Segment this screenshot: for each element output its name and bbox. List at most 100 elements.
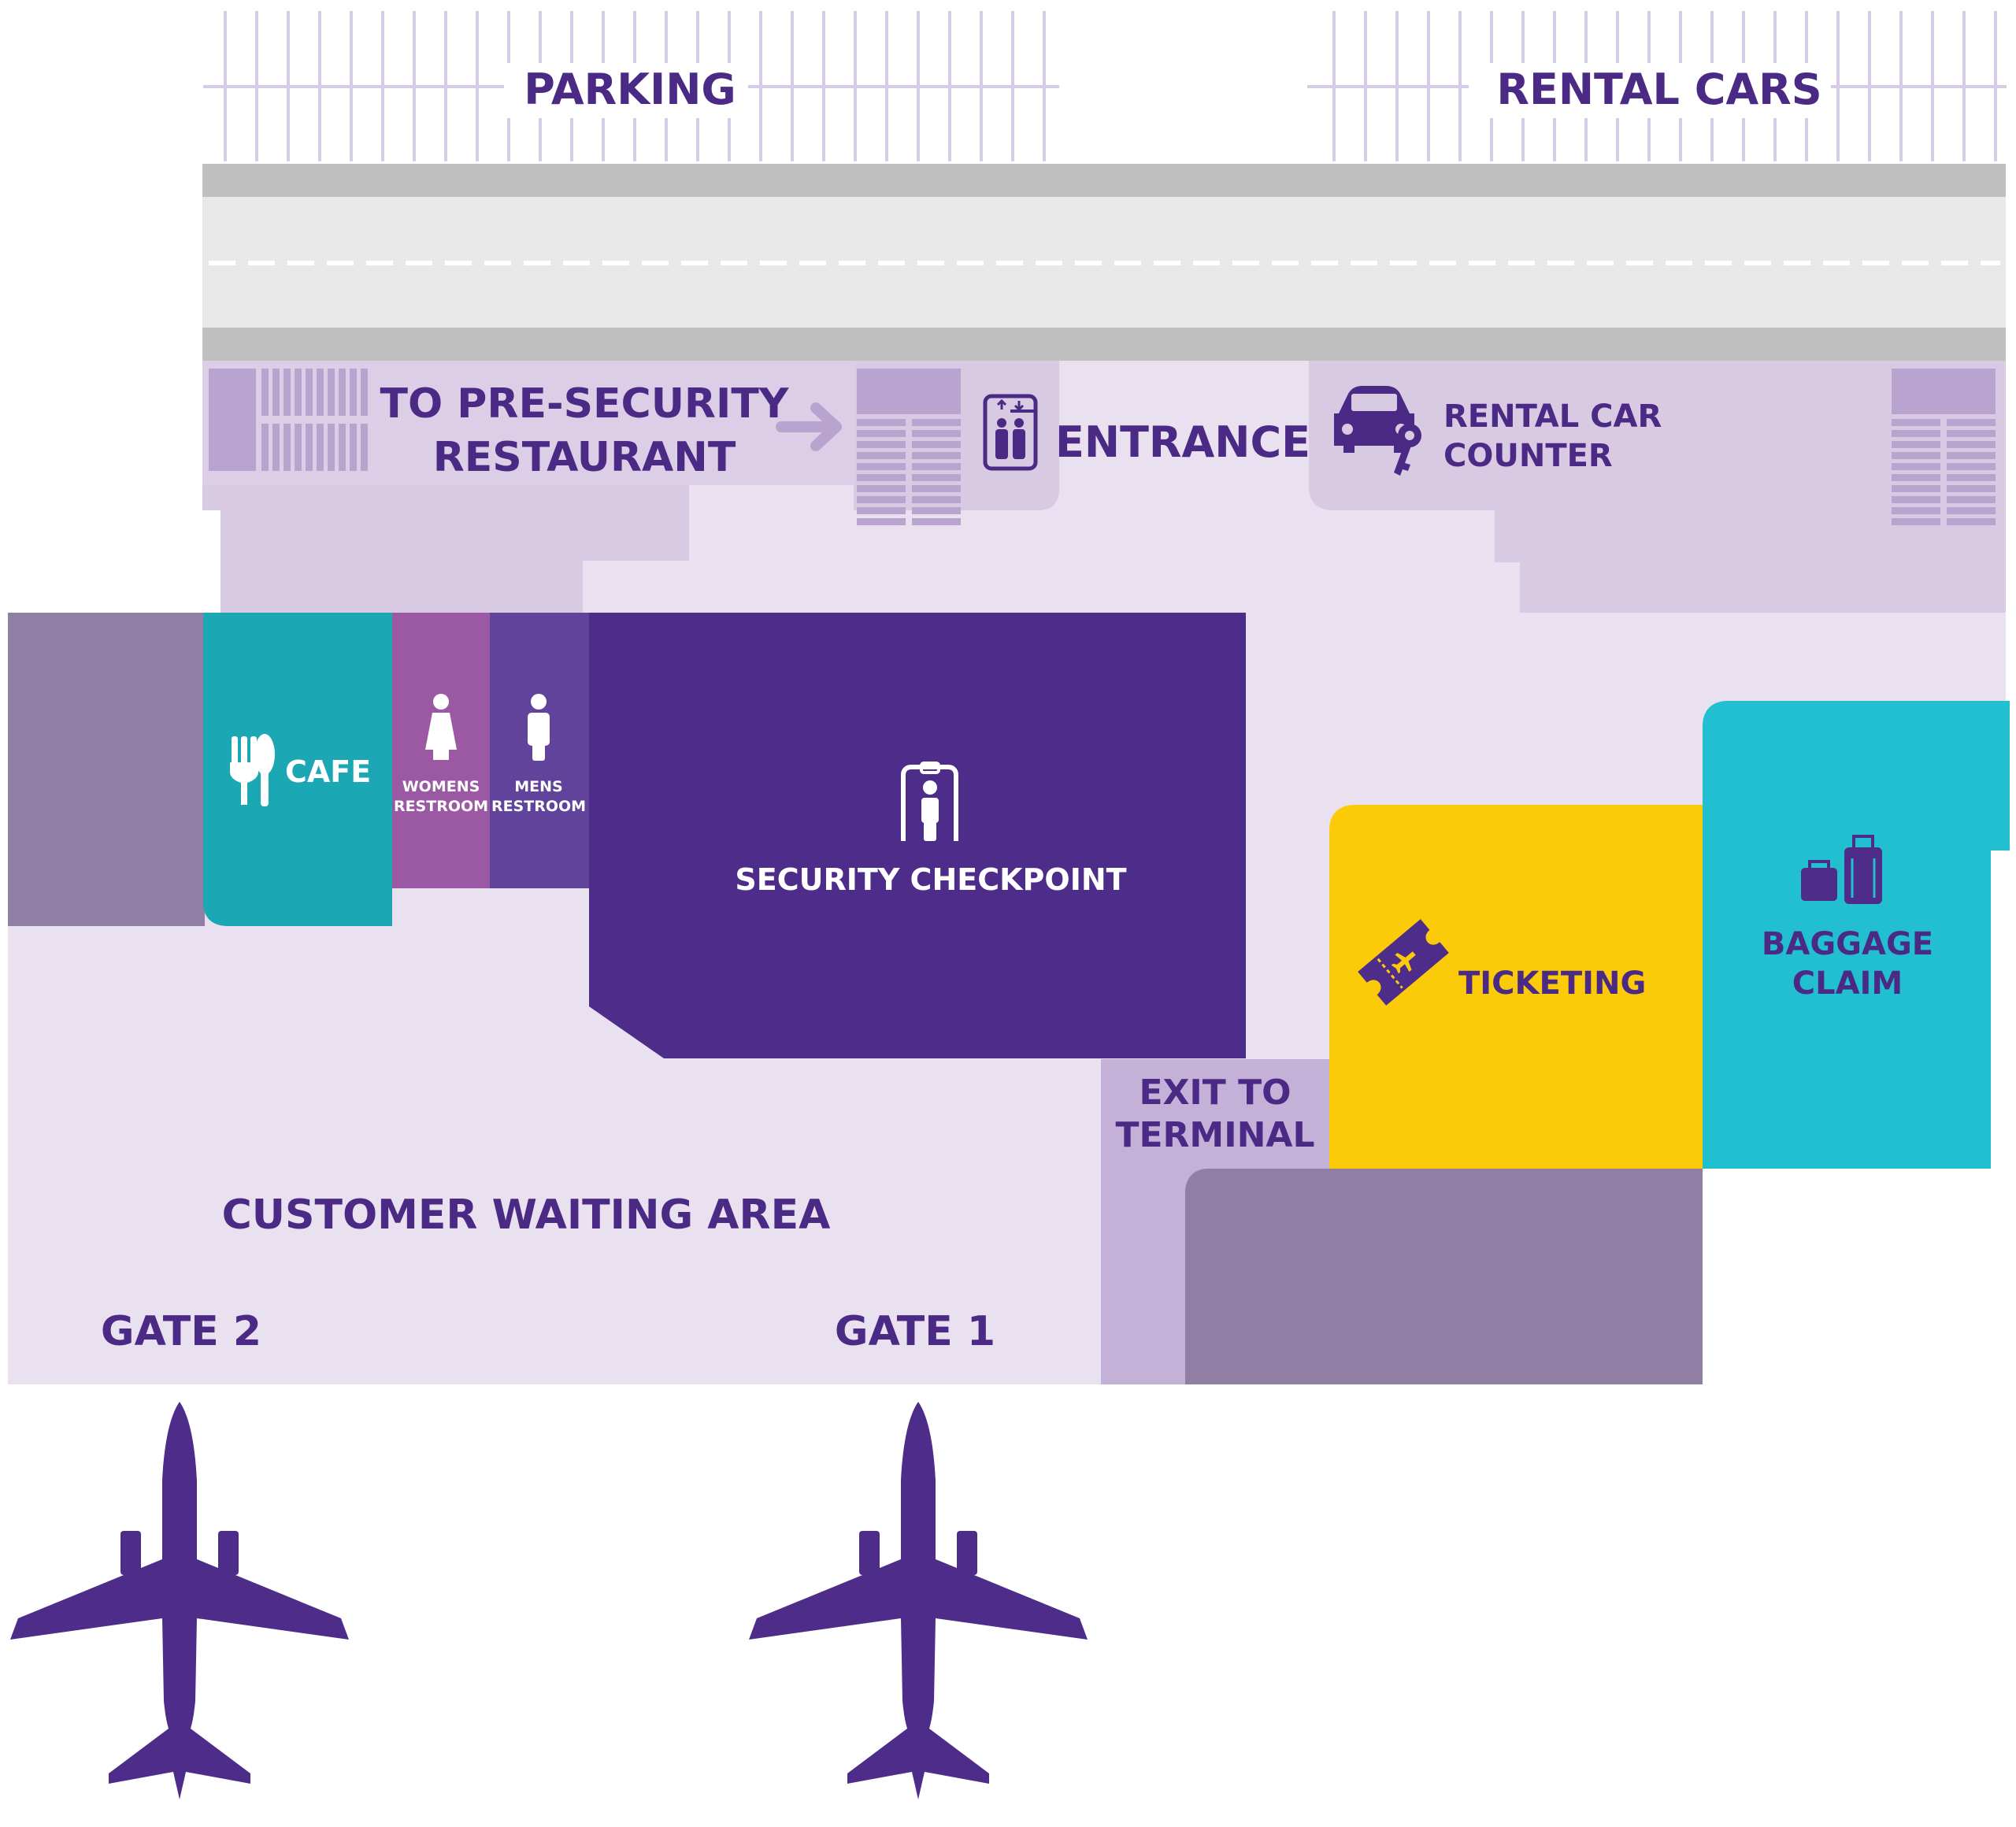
stair-tread [1947, 518, 1996, 525]
security-label: SECURITY CHECKPOINT [735, 862, 1126, 897]
stair-tread [1947, 507, 1996, 514]
stair-tread [306, 424, 313, 471]
baggage-claim-area [1703, 701, 2010, 1169]
stair-tread [284, 369, 291, 416]
metal-detector-icon [901, 762, 958, 841]
stair-tread [317, 369, 324, 416]
parking-label-bg [504, 63, 748, 118]
arrow-right-icon [776, 402, 842, 451]
stair-tread [339, 369, 346, 416]
security-checkpoint-area [589, 613, 1246, 1058]
road [202, 164, 2006, 361]
mens-label-line2: RESTROOM [491, 798, 586, 815]
stair-tread [912, 485, 961, 492]
stair-tread [857, 518, 906, 525]
stair-tread [350, 424, 357, 471]
stair-tread [857, 441, 906, 448]
stair-tread [350, 369, 357, 416]
escalator-right [1892, 369, 1996, 525]
stair-tread [1947, 474, 1996, 481]
baggage-label-line1: BAGGAGE [1762, 926, 1933, 962]
ticket-icon [1358, 919, 1449, 1006]
stair-tread [1947, 419, 1996, 426]
parking-label: PARKING [524, 65, 736, 114]
stair-tread [1892, 463, 1940, 470]
stair-tread [339, 424, 346, 471]
stair-tread [912, 507, 961, 514]
stair-tread [1892, 452, 1940, 459]
gate-1-label: GATE 1 [835, 1308, 995, 1355]
stair-tread [857, 452, 906, 459]
stair-tread [912, 452, 961, 459]
stair-tread [328, 424, 335, 471]
airplane-icon [10, 1402, 349, 1799]
stair-tread [857, 496, 906, 503]
luggage-icon [1801, 835, 1882, 904]
stair-tread [1947, 441, 1996, 448]
stair-tread [295, 424, 302, 471]
woman-icon [425, 694, 457, 760]
stair-tread [1892, 485, 1940, 492]
stair-tread [295, 369, 302, 416]
stair-tread [272, 424, 280, 471]
stair-tread [1892, 518, 1940, 525]
gate-2-label: GATE 2 [101, 1308, 261, 1355]
stair-tread [361, 424, 368, 471]
stair-tread [1947, 485, 1996, 492]
ticketing-area [1329, 805, 1703, 1169]
stair-tread [261, 424, 269, 471]
ticketing-label: TICKETING [1458, 965, 1646, 1002]
stair-tread [912, 419, 961, 426]
stair-tread [1892, 441, 1940, 448]
stair-tread [912, 430, 961, 437]
pre-security-label-line1: TO PRE-SECURITY [380, 380, 790, 428]
stair-tread [1947, 496, 1996, 503]
stair-tread [857, 485, 906, 492]
stair-tread [857, 430, 906, 437]
rental-counter-label-line1: RENTAL CAR [1443, 398, 1662, 435]
man-icon [528, 694, 550, 761]
rental-counter-label-line2: COUNTER [1443, 438, 1613, 474]
stair-tread [261, 369, 269, 416]
stair-tread [912, 518, 961, 525]
cafe-room [203, 613, 392, 926]
escalator-center [857, 369, 961, 525]
stair-tread [328, 369, 335, 416]
rental-cars-label-bg [1469, 63, 1831, 118]
stair-tread [912, 474, 961, 481]
storage-room-left [8, 613, 205, 926]
stair-tread [1947, 430, 1996, 437]
escalator-left [209, 369, 368, 471]
stair-tread [912, 463, 961, 470]
car-key-icon [1334, 386, 1421, 476]
womens-label-line2: RESTROOM [394, 798, 488, 815]
elevator-icon [983, 394, 1038, 471]
stair-tread [1892, 419, 1940, 426]
mens-label-line1: MENS [514, 778, 562, 795]
stair-tread [1892, 430, 1940, 437]
waiting-area-label: CUSTOMER WAITING AREA [222, 1191, 831, 1239]
stair-tread [306, 369, 313, 416]
entrance-label: ENTRANCE [1055, 417, 1310, 467]
womens-label-line1: WOMENS [402, 778, 480, 795]
pre-security-label-line2: RESTAURANT [433, 434, 736, 481]
stair-tread [317, 424, 324, 471]
stair-tread [912, 496, 961, 503]
stair-tread [1892, 507, 1940, 514]
stair-tread [912, 441, 961, 448]
stair-tread [284, 424, 291, 471]
fork-spoon-icon [230, 734, 275, 806]
stair-tread [1892, 474, 1940, 481]
stair-tread [272, 369, 280, 416]
rental-cars-label: RENTAL CARS [1496, 65, 1821, 114]
exit-label-line1: EXIT TO [1139, 1073, 1291, 1113]
stair-tread [1892, 496, 1940, 503]
stair-tread [857, 474, 906, 481]
storage-room-right [1185, 1169, 1703, 1384]
cafe-label: CAFE [285, 754, 371, 789]
stair-tread [1947, 463, 1996, 470]
baggage-label-line2: CLAIM [1792, 965, 1903, 1002]
airplane-icon [749, 1402, 1088, 1799]
exit-label-line2: TERMINAL [1115, 1115, 1314, 1155]
